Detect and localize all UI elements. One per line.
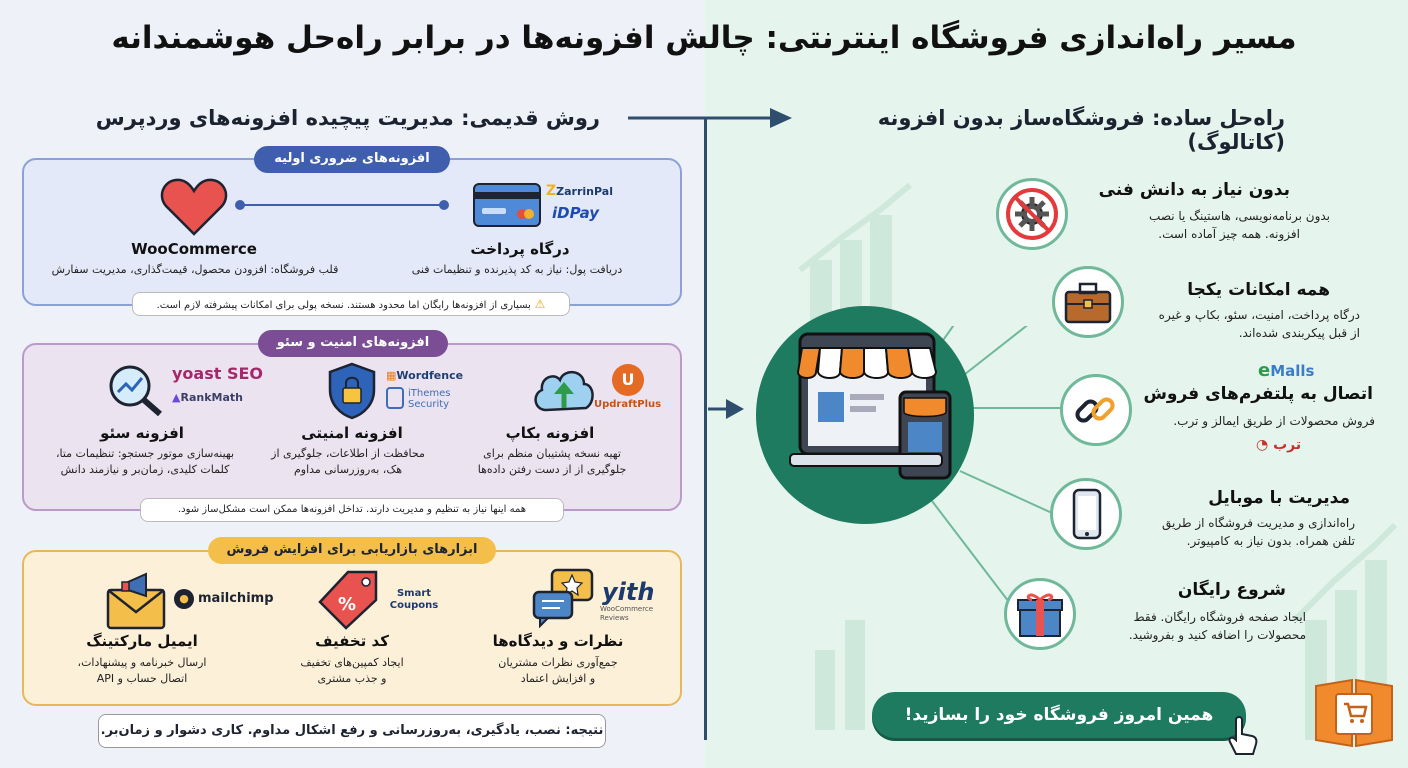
coupon-desc1: ایجاد کمپین‌های تخفیف	[300, 656, 404, 669]
security-plugin-title: افزونه امنیتی	[301, 424, 403, 442]
storefront-icon	[789, 332, 952, 480]
seo-plugin-title: افزونه سئو	[100, 424, 184, 442]
discount-tag-icon: %	[318, 570, 378, 630]
backup-plugin-title: افزونه بکاپ	[505, 424, 595, 442]
warning-icon: ⚠	[530, 297, 546, 311]
backup-plugin-desc1: تهیه نسخه پشتیبان منظم برای	[483, 447, 621, 460]
mobile-phone-icon	[1072, 488, 1102, 540]
gift-box-icon	[1017, 593, 1063, 637]
ithemes-logo: iThemes	[408, 388, 451, 399]
smart-coupons-text1: Smart	[396, 588, 432, 599]
feature-5-desc2: محصولات را اضافه کنید و بفروشید.	[1128, 628, 1306, 642]
svg-text:%: %	[338, 594, 356, 615]
top-arrow-icon	[628, 108, 792, 128]
no-code-gear-icon	[1006, 188, 1058, 240]
essential-plugins-note: ⚠ بسیاری از افزونه‌ها رایگان اما محدود ه…	[132, 292, 570, 316]
security-plugin-desc2: هک، به‌روزرسانی مداوم	[293, 463, 403, 476]
feature-1-desc2: افزونه. همه چیز آماده است.	[1158, 227, 1300, 241]
security-seo-note: همه اینها نیاز به تنظیم و مدیریت دارند. …	[140, 498, 564, 522]
updraftplus-logo: UpdraftPlus	[594, 399, 662, 410]
feature-1-title: بدون نیاز به دانش فنی	[1098, 180, 1290, 200]
seo-plugin-desc2: کلمات کلیدی، زمان‌بر و نیازمند دانش	[60, 463, 230, 476]
right-heading: راه‌حل ساده: فروشگاه‌ساز بدون افزونه (کا…	[877, 106, 1285, 154]
feature-2-desc2: از قبل پیکربندی شده‌اند.	[1238, 326, 1360, 340]
mailchimp-icon: ●	[174, 589, 194, 609]
yith-logo: yith	[602, 578, 655, 606]
coupon-title: کد تخفیف	[315, 632, 389, 650]
chat-star-icon	[532, 568, 594, 628]
security-plugin-desc1: محافظت از اطلاعات، جلوگیری از	[271, 447, 425, 460]
reviews-title: نظرات و دیدگاه‌ها	[492, 632, 624, 650]
reviews-desc1: جمع‌آوری نظرات مشتریان	[498, 656, 618, 669]
feature-5-title: شروع رایگان	[1177, 580, 1286, 600]
payment-gateway-desc: دریافت پول: نیاز به کد پذیرنده و تنظیمات…	[411, 263, 623, 276]
marketing-pill: ابزارهای بازاریابی برای افزایش فروش	[208, 537, 496, 564]
woocommerce-desc: قلب فروشگاه: افزودن محصول، قیمت‌گذاری، م…	[51, 263, 339, 276]
vertical-divider	[704, 118, 707, 740]
feature-2-desc1: درگاه پرداخت، امنیت، سئو، بکاپ و غیره	[1158, 308, 1360, 322]
page-title: مسیر راه‌اندازی فروشگاه اینترنتی: چالش ا…	[111, 20, 1297, 56]
cloud-upload-icon	[534, 371, 594, 412]
emalls-logo: eMalls	[1258, 360, 1315, 381]
email-marketing-desc1: ارسال خبرنامه و پیشنهادات،	[77, 656, 207, 669]
zarrinpal-logo: ZZarrinPal	[546, 183, 613, 199]
credit-card-icon	[473, 183, 541, 227]
heart-icon	[160, 178, 228, 236]
yith-reviews-logo: WooCommerce Reviews	[600, 605, 654, 622]
rankmath-logo: ▲RankMath	[172, 391, 243, 404]
ithemes-icon	[386, 387, 404, 409]
magnifier-chart-icon	[109, 365, 162, 417]
connector-line	[235, 200, 449, 210]
essential-note-text: بسیاری از افزونه‌ها رایگان اما محدود هست…	[156, 300, 531, 311]
idpay-logo: iDPay	[552, 204, 600, 222]
link-chain-icon	[1075, 397, 1115, 423]
mailchimp-logo: mailchimp	[198, 591, 274, 606]
middle-arrow-icon	[708, 399, 744, 419]
ithemes-security-logo: Security	[408, 399, 450, 410]
feature-2-title: همه امکانات یکجا	[1187, 280, 1330, 300]
smart-coupons-text2: Coupons	[389, 600, 439, 611]
pointer-hand-icon	[1228, 716, 1258, 755]
coupon-desc2: و جذب مشتری	[317, 672, 387, 685]
security-seo-pill: افزونه‌های امنیت و سئو	[258, 330, 448, 357]
payment-gateway-title: درگاه پرداخت	[470, 240, 570, 258]
feature-4-title: مدیریت با موبایل	[1208, 488, 1350, 508]
reviews-desc2: و افزایش اعتماد	[520, 672, 596, 685]
feature-3-title: اتصال به پلتفرم‌های فروش	[1143, 384, 1373, 404]
catalog-book-logo-icon	[1315, 678, 1393, 748]
left-heading: روش قدیمی: مدیریت پیچیده افزونه‌های وردپ…	[95, 106, 600, 130]
backup-plugin-desc2: جلوگیری از از دست رفتن داده‌ها	[477, 463, 627, 476]
seo-plugin-desc1: بهینه‌سازی موتور جستجو: تنظیمات متا،	[55, 447, 235, 460]
cta-button[interactable]: همین امروز فروشگاه خود را بسازید!	[872, 692, 1246, 738]
woocommerce-title: WooCommerce	[131, 240, 257, 258]
torob-logo: ترب ◔	[1256, 437, 1302, 453]
feature-3-desc1: فروش محصولات از طریق ایمالز و ترب.	[1173, 414, 1375, 428]
toolbox-icon	[1064, 282, 1112, 324]
yoast-logo: yoast SEO	[172, 364, 264, 383]
shield-lock-icon	[328, 362, 376, 420]
email-marketing-desc2: اتصال حساب و API	[96, 672, 188, 685]
connector-lines	[931, 326, 1062, 607]
feature-5-desc1: ایجاد صفحه فروشگاه رایگان. فقط	[1133, 610, 1306, 624]
wordfence-logo: ▦Wordfence	[386, 369, 464, 382]
email-marketing-title: ایمیل مارکتینگ	[86, 632, 198, 650]
result-box: نتیجه: نصب، یادگیری، به‌روزرسانی و رفع ا…	[98, 714, 606, 748]
feature-4-desc1: راه‌اندازی و مدیریت فروشگاه از طریق	[1161, 516, 1355, 530]
email-megaphone-icon	[106, 572, 166, 630]
essential-plugins-panel	[22, 158, 682, 306]
updraftplus-icon: U	[612, 364, 644, 396]
feature-1-desc1: بدون برنامه‌نویسی، هاستینگ یا نصب	[1149, 209, 1330, 223]
essential-plugins-pill: افزونه‌های ضروری اولیه	[254, 146, 450, 173]
feature-4-desc2: تلفن همراه. بدون نیاز به کامپیوتر.	[1186, 534, 1355, 548]
